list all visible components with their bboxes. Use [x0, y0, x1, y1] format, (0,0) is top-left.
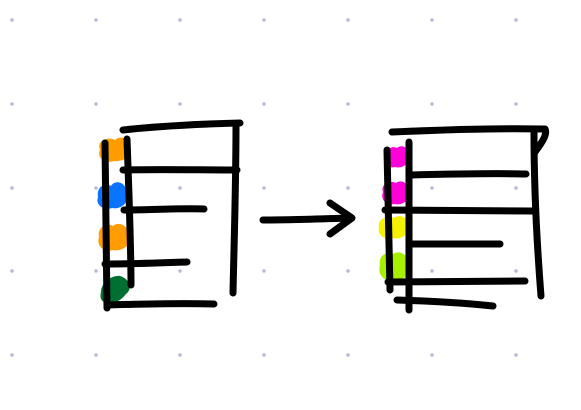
after-rung-5 [384, 277, 529, 286]
after-right-rail [530, 129, 545, 300]
after-diagram [378, 125, 550, 314]
before-rung-4 [101, 258, 191, 268]
after-left-rail [383, 146, 394, 294]
lime-marker [379, 252, 409, 281]
blue-marker [97, 182, 128, 209]
before-ink [101, 119, 244, 312]
after-rung-3 [381, 206, 536, 215]
before-diagram [97, 119, 244, 312]
before-rung-top [119, 119, 244, 134]
magenta-marker-1 [385, 146, 409, 168]
yellow-marker [378, 216, 408, 239]
before-left-rail [101, 139, 111, 312]
before-right-rail [229, 120, 240, 297]
before-rung-3 [120, 205, 208, 214]
dot-grid [10, 18, 518, 357]
right-arrow-icon [259, 199, 356, 238]
after-rung-top [388, 125, 550, 156]
before-rung-bottom [103, 300, 218, 309]
before-inner-rail [123, 135, 135, 289]
after-rung-bottom [393, 296, 497, 310]
after-ink [381, 125, 550, 314]
after-rung-2 [405, 170, 530, 179]
